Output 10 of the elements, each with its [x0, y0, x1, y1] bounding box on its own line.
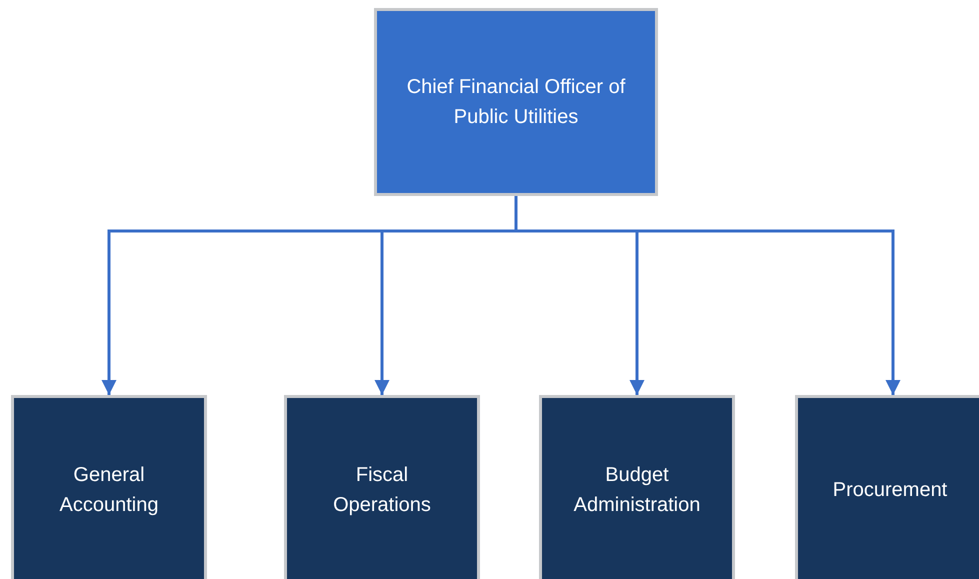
org-box [374, 8, 658, 196]
box-label: Fiscal Operations [332, 463, 432, 518]
org-box [795, 395, 979, 579]
org-box [284, 395, 480, 579]
org-box [11, 395, 207, 579]
box-label: Procurement [832, 478, 948, 503]
org-box [539, 395, 735, 579]
box-label: General Accounting [58, 463, 160, 518]
box-label: Chief Financial Officer of Public Utilities [406, 75, 626, 130]
box-label: Budget Administration [572, 463, 702, 518]
